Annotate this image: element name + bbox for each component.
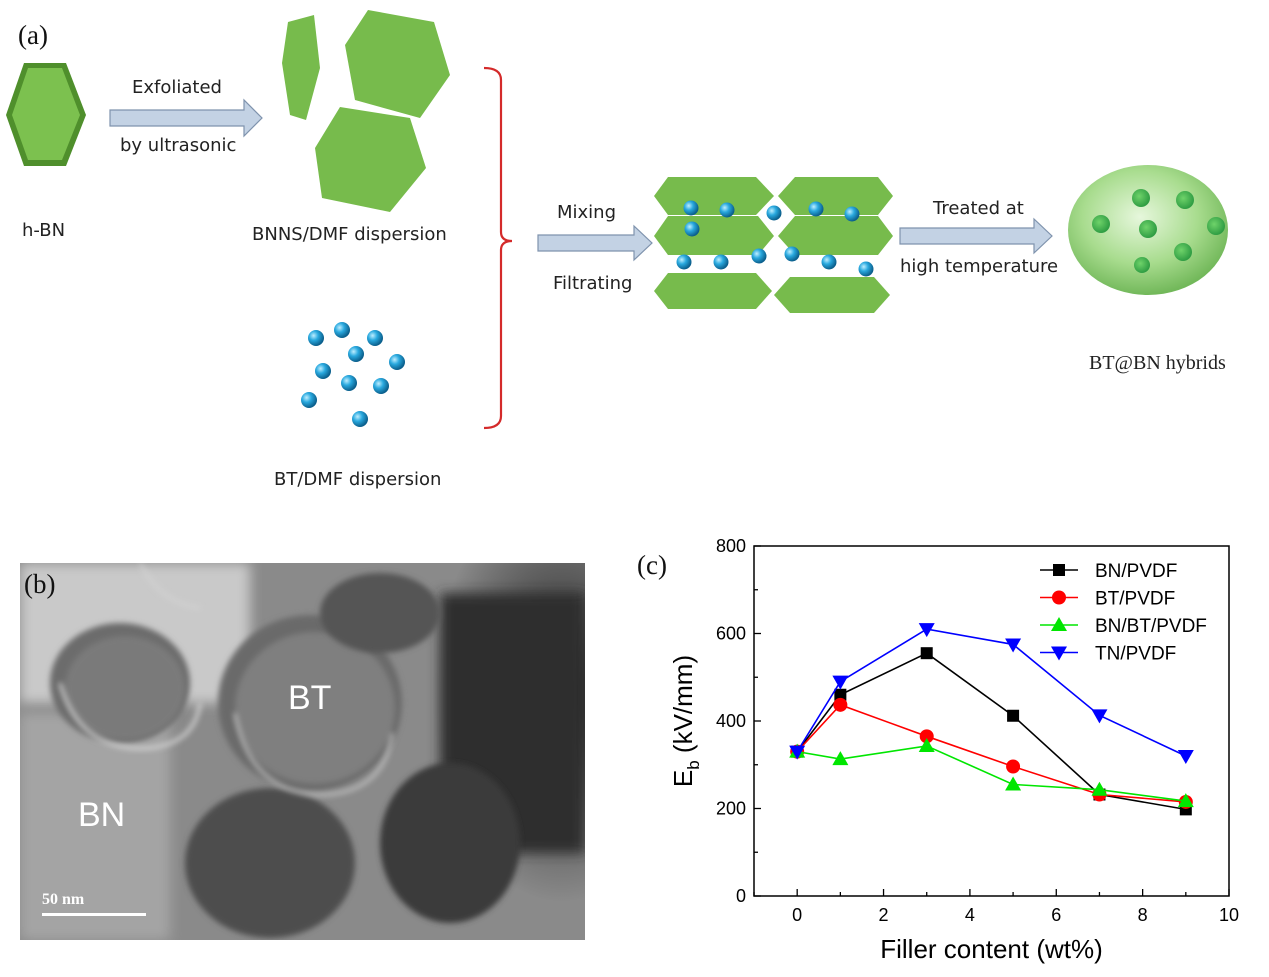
treated-at-text: Treated at (933, 198, 1024, 219)
bt-sphere (676, 254, 692, 270)
bt-sphere (315, 363, 331, 379)
bt-sphere (713, 254, 729, 270)
bt-sphere (784, 246, 800, 262)
bt-sphere (821, 254, 837, 270)
bt-sphere (301, 392, 317, 408)
bt-sphere (348, 346, 364, 362)
bt-sphere (684, 221, 700, 237)
hbn-caption: h-BN (22, 220, 66, 241)
bt-caption: BT/DMF dispersion (274, 469, 442, 490)
bt-sphere (352, 411, 368, 427)
bt-sphere (766, 205, 782, 221)
panel-a-label: (a) (18, 20, 48, 50)
bt-bn-hybrid-particle (1068, 165, 1228, 295)
bt-sphere (751, 248, 767, 264)
scale-bar-text: 50 nm (42, 891, 85, 908)
scale-bar (42, 913, 146, 916)
bt-sphere (808, 201, 824, 217)
merge-bracket (483, 66, 513, 430)
bt-sphere (858, 261, 874, 277)
bt-sphere (389, 354, 405, 370)
panel-c-label: (c) (637, 550, 667, 580)
bt-sphere (719, 202, 735, 218)
bt-sphere (341, 375, 357, 391)
panel-b-label: (b) (24, 569, 56, 599)
bn-sheet-label: BN (78, 796, 126, 834)
bt-sphere (308, 330, 324, 346)
bt-sphere (844, 206, 860, 222)
bt-sphere (334, 322, 350, 338)
hybrid-caption: BT@BN hybrids (1089, 352, 1226, 374)
bt-sphere (367, 330, 383, 346)
layered-bn-bt-structure (654, 177, 893, 313)
high-temperature-text: high temperature (900, 256, 1059, 277)
treatment-arrow (899, 217, 1053, 255)
tem-micrograph: (b) BT BN 50 nm (20, 563, 585, 940)
by-ultrasonic-text: by ultrasonic (120, 135, 237, 156)
exfoliated-text: Exfoliated (132, 77, 222, 98)
mixing-arrow (537, 224, 653, 262)
hbn-crystal (6, 63, 86, 166)
mixing-text: Mixing (557, 202, 617, 223)
bt-dispersion-spheres (301, 322, 405, 427)
layer-bt-spheres (676, 200, 874, 277)
bnns-sheets (282, 10, 450, 212)
bt-sphere (373, 378, 389, 394)
bnns-caption: BNNS/DMF dispersion (252, 224, 447, 245)
exfoliation-arrow (109, 98, 263, 138)
filtrating-text: Filtrating (553, 273, 633, 294)
bt-particle-label: BT (288, 679, 332, 717)
bt-sphere (683, 200, 699, 216)
